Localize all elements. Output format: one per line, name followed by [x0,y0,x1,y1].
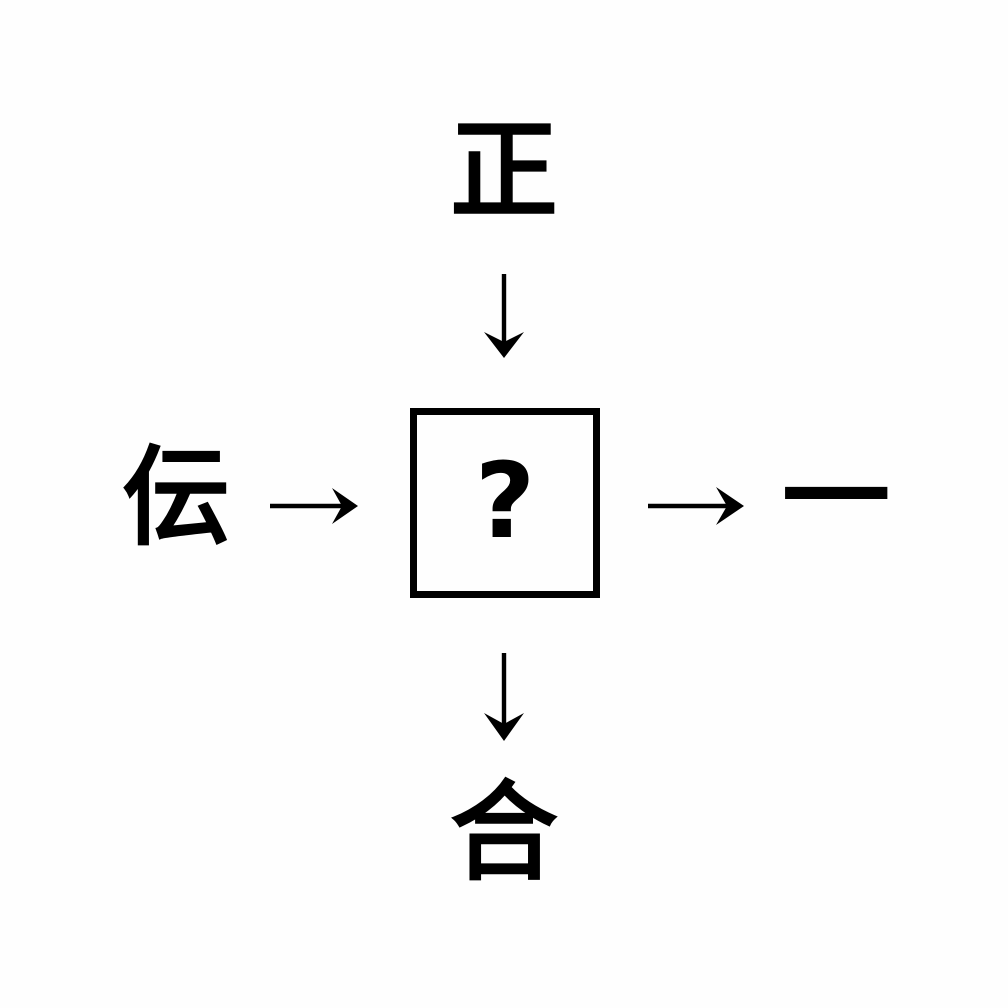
arrow-right-icon-left [270,488,358,524]
kanji-node-left: 伝 [121,436,230,561]
arrow-down-icon-top [484,274,524,358]
arrow-down-icon-bottom [484,653,524,741]
kanji-node-right: 一 [781,436,890,561]
kanji-node-bottom: 合 [449,771,558,896]
arrow-right-icon-output [648,487,744,525]
answer-box[interactable]: ? [410,408,600,598]
answer-box-label: ? [474,440,536,562]
kanji-node-top: 正 [449,109,558,234]
